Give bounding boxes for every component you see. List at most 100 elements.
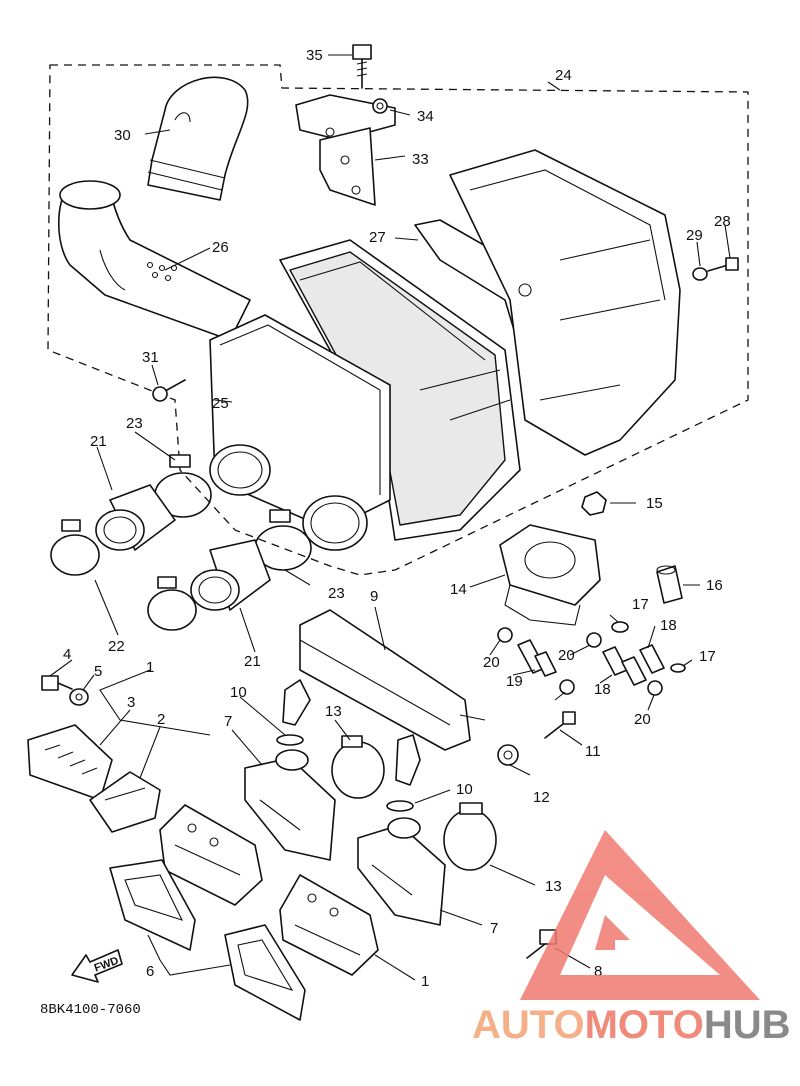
callout-17-lower: 17 [699,648,716,665]
o-ring-10-upper [276,734,304,746]
gasket-6-right [224,924,306,1021]
watermark-hub: HUB [704,1003,791,1047]
clip-20-b [586,632,602,648]
carburetor-joint-14 [499,524,601,626]
callout-24: 24 [555,67,572,84]
screw-28-washer-29 [692,257,739,281]
callout-1-upper: 1 [146,659,154,676]
callout-18-upper: 18 [660,617,677,634]
assembly-boundary [47,64,749,576]
callout-30: 30 [114,127,131,144]
grommet-12 [497,744,519,766]
callout-labels: 35 34 24 33 30 26 27 28 29 31 25 21 23 1… [63,47,731,990]
clip-20-c [559,679,575,695]
callout-15: 15 [646,495,663,512]
callout-1-lower: 1 [421,973,429,990]
callout-19: 19 [506,673,523,690]
bolt-11 [544,711,576,739]
nut-15 [581,491,607,516]
callout-31: 31 [142,349,159,366]
fwd-arrow-icon: FWD [71,949,123,983]
callout-9: 9 [370,588,378,605]
callout-33: 33 [412,151,429,168]
intake-boot-30 [147,76,249,201]
clamp-13-lower [443,802,497,871]
bracket-33 [295,94,396,206]
callout-25: 25 [212,395,229,412]
watermark-text: AUTOMOTOHUB [472,1003,791,1047]
callout-20-a: 20 [483,654,500,671]
callout-21-lower: 21 [244,653,261,670]
airbox-body [279,239,521,541]
callout-14: 14 [450,581,467,598]
callout-17-upper: 17 [632,596,649,613]
callout-3: 3 [127,694,135,711]
callout-23-upper: 23 [126,415,143,432]
callout-21-upper: 21 [90,433,107,450]
callout-20-d: 20 [634,711,651,728]
joint-21-upper [95,484,176,551]
leader-lines [49,54,731,981]
callout-28: 28 [714,213,731,230]
air-duct-26 [57,180,251,341]
airbox-outlet-upper [209,444,271,496]
callout-7-upper: 7 [224,713,232,730]
callout-26: 26 [212,239,229,256]
callout-22: 22 [108,638,125,655]
o-ring-10-lower [386,800,414,812]
airbox-outlet-lower [302,495,368,551]
callout-27: 27 [369,229,386,246]
callout-7-lower: 7 [490,920,498,937]
clamp-13-upper [331,735,385,799]
hose-19 [517,639,557,677]
reed-valve-assembly-1-lower [279,874,379,976]
callout-6: 6 [146,963,154,980]
triangle-logo-icon [520,830,760,1000]
joint-21-lower [190,539,271,611]
bolt-4 [41,675,73,691]
airbox-cover-24 [449,149,681,456]
watermark-logo [520,830,760,1000]
callout-11: 11 [585,743,601,760]
hose-18-lower [602,646,647,686]
clamp-22-left [50,519,100,576]
reed-valve-2 [89,771,161,833]
callout-23-lower: 23 [328,585,345,602]
callout-13-lower: 13 [545,878,562,895]
watermark-auto: AUTO [472,1003,585,1047]
clip-17-a [611,621,629,633]
callout-2: 2 [157,711,165,728]
gasket-6-left [109,859,196,951]
bolt-35 [352,44,372,89]
callout-18-lower: 18 [594,681,611,698]
fwd-label: FWD [93,955,121,975]
callout-16: 16 [706,577,723,594]
callout-35: 35 [306,47,323,64]
clip-20-a [497,627,513,643]
intake-silencer-9 [282,609,471,786]
callout-13-upper: 13 [325,703,342,720]
callout-10-upper: 10 [230,684,247,701]
clamp-22-right [147,576,197,631]
diagram-code: 8BK4100-7060 [40,1002,141,1018]
washer-5 [69,688,89,706]
manifold-7-upper [244,749,336,861]
sleeve-16 [656,565,683,604]
callout-4: 4 [63,646,71,663]
callout-29: 29 [686,227,703,244]
hose-18-upper [639,644,665,674]
watermark-moto: MOTO [585,1003,704,1047]
clip-20-d [647,680,663,696]
bolt-31 [152,379,186,402]
callout-8: 8 [594,963,602,980]
callout-12: 12 [533,789,550,806]
clip-17-b [670,663,686,673]
callout-20-b: 20 [558,647,575,664]
callout-5: 5 [94,663,102,680]
reed-stopper-3 [27,724,113,801]
svg-text:AUTOMOTOHUB: AUTOMOTOHUB [472,1003,791,1047]
callout-34: 34 [417,108,434,125]
callout-10-lower: 10 [456,781,473,798]
manifold-7-lower [357,817,446,926]
